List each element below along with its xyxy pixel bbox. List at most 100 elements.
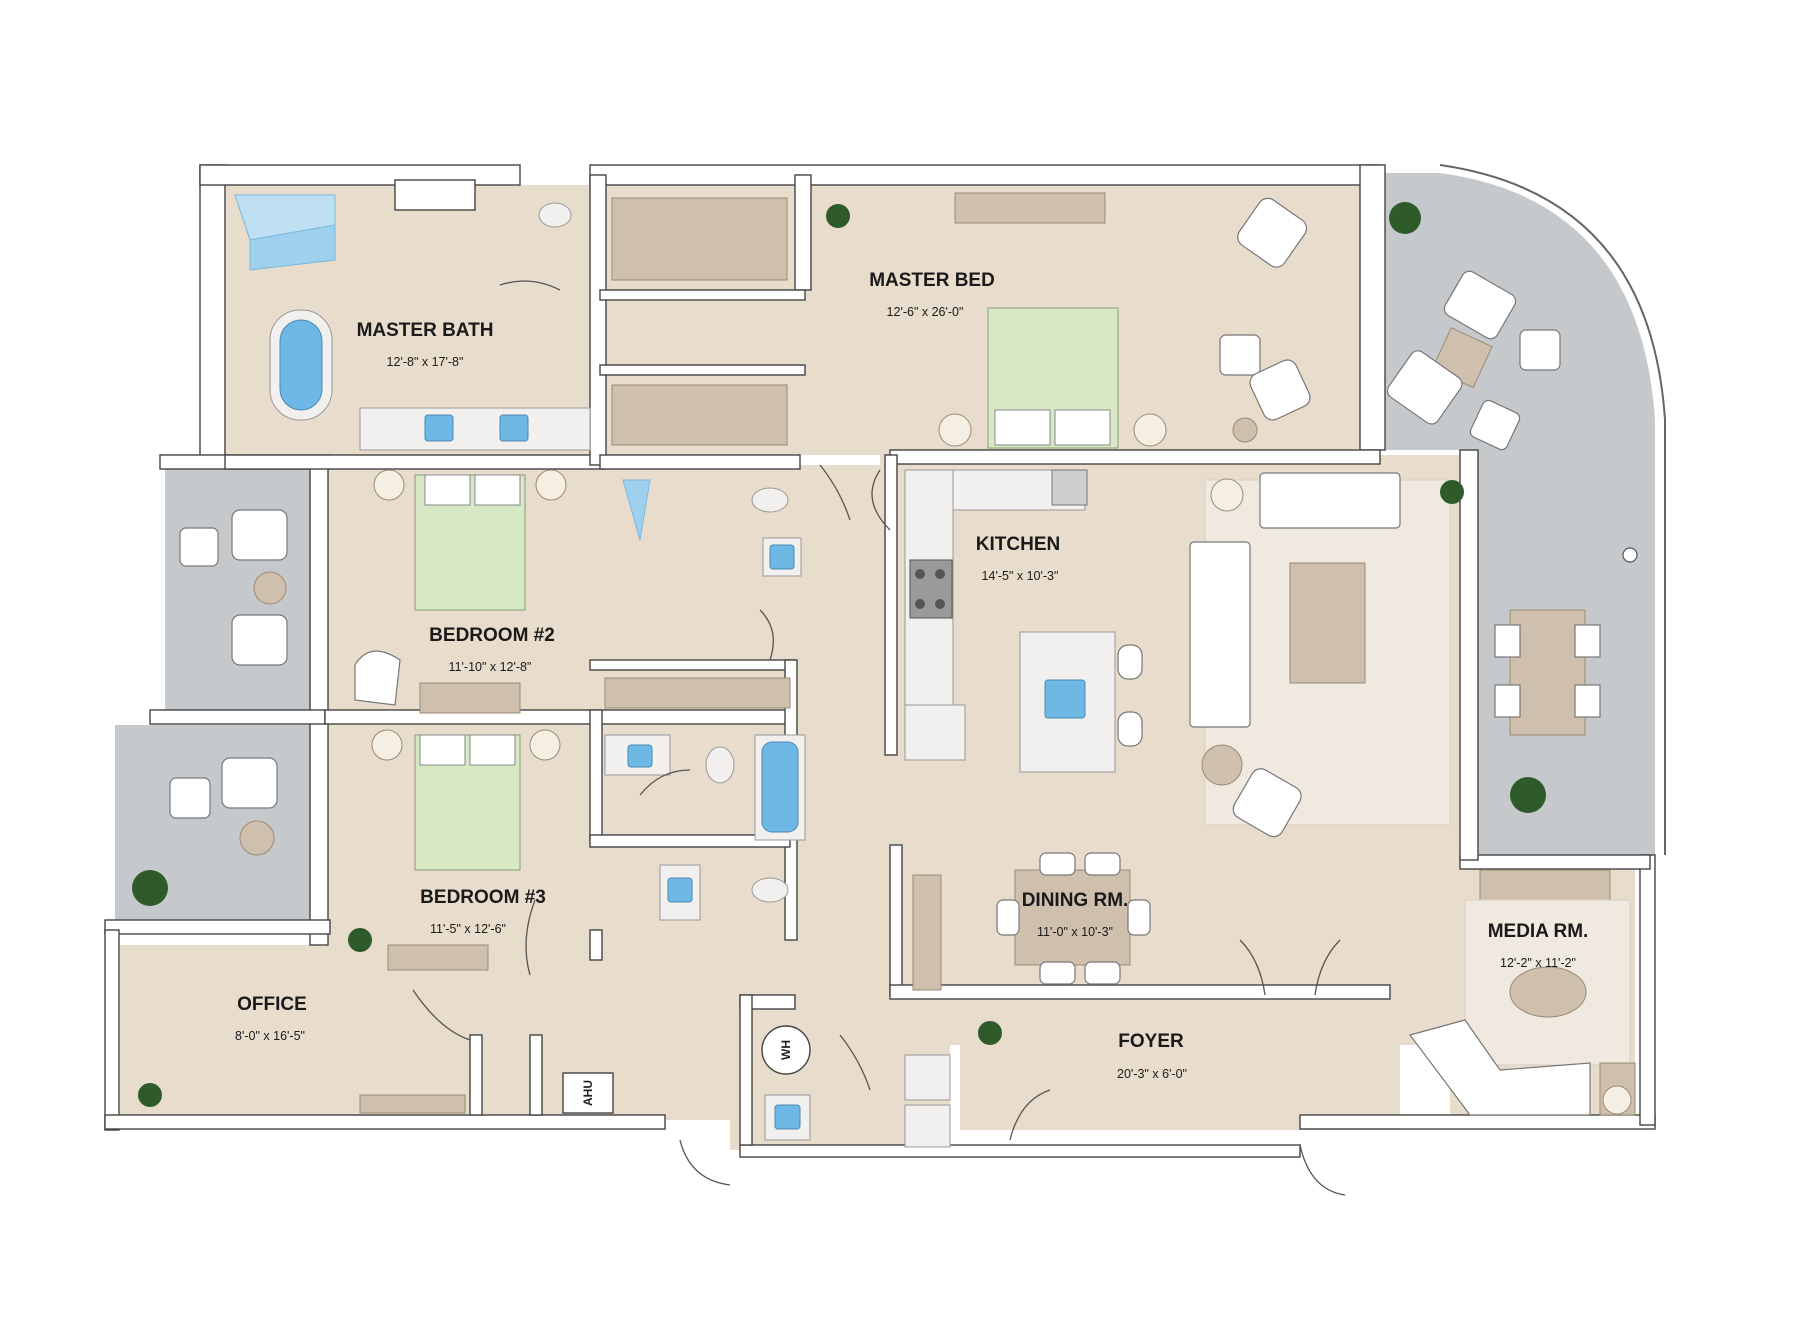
room-name-kitchen: KITCHEN [976, 534, 1060, 555]
fridge [904, 704, 966, 761]
hall-bath-lower [604, 734, 806, 921]
dresser [419, 682, 521, 714]
cooktop [909, 559, 953, 619]
pillow [424, 474, 471, 506]
dresser [387, 944, 489, 971]
nightstand-lamp [535, 469, 567, 501]
plant [1440, 480, 1464, 504]
room-dims-foyer: 20'-3" x 6'-0" [1117, 1067, 1187, 1081]
armchair [1249, 359, 1311, 421]
doors [412, 280, 1346, 1196]
room-dims-bedroom2: 11'-10" x 12'-8" [449, 660, 532, 674]
side-table [1232, 417, 1258, 443]
office: OFFICE 8'-0" x 16'-5" [138, 994, 466, 1114]
toilet [538, 202, 572, 228]
pillow [474, 474, 521, 506]
sink [1051, 469, 1088, 506]
plant [826, 204, 850, 228]
bar-stool [1117, 711, 1143, 747]
bath-vanity [359, 407, 591, 451]
kitchen: KITCHEN 14'-5" x 10'-3" [904, 469, 1143, 773]
buffet [912, 874, 942, 991]
vanity-sink-right [499, 414, 529, 442]
dining-chair [1127, 899, 1151, 936]
armchair [1232, 768, 1302, 838]
pillow [419, 734, 466, 766]
nightstand-lamp [529, 729, 561, 761]
room-dims-master-bed: 12'-6" x 26'-0" [887, 305, 964, 319]
air-handler [562, 1072, 614, 1114]
room-name-master-bed: MASTER BED [869, 270, 995, 291]
desk [359, 1094, 466, 1114]
ottoman [1509, 966, 1587, 1018]
bar-stool [1117, 644, 1143, 680]
dining-chair [1039, 852, 1076, 876]
dresser [954, 192, 1106, 224]
plant [348, 928, 372, 952]
island-sink [1044, 679, 1086, 719]
dining-room: DINING RM. 11'-0" x 10'-3" [912, 852, 1151, 991]
side-table [1201, 744, 1243, 786]
living-area [1189, 472, 1464, 838]
room-name-media: MEDIA RM. [1488, 921, 1589, 942]
room-dims-kitchen: 14'-5" x 10'-3" [982, 569, 1059, 583]
dining-chair [1039, 961, 1076, 985]
pillow [994, 409, 1051, 446]
shower-spray [249, 224, 336, 271]
balcony-bedroom2-furniture [179, 509, 288, 666]
master-bed: MASTER BED 12'-6" x 26'-0" [826, 192, 1311, 449]
coffee-table [1289, 562, 1366, 684]
exterior-walls [104, 164, 1656, 1158]
room-name-master-bath: MASTER BATH [357, 320, 494, 341]
hall-bath-upper [622, 479, 802, 577]
room-name-bedroom2: BEDROOM #2 [429, 625, 555, 646]
armchair [1237, 197, 1308, 268]
sofa [1189, 541, 1251, 728]
room-dims-master-bath: 12'-8" x 17'-8" [387, 355, 464, 369]
room-dims-media: 12'-2" x 11'-2" [1500, 956, 1576, 970]
balcony-bedroom3-furniture [132, 757, 278, 906]
nightstand-lamp [371, 729, 403, 761]
nightstand-lamp [938, 413, 972, 447]
laundry-washer [904, 1054, 951, 1101]
interior-walls [224, 174, 1391, 1146]
room-dims-bedroom3: 11'-5" x 12'-6" [430, 922, 506, 936]
vanity-sink-left [424, 414, 454, 442]
room-name-foyer: FOYER [1118, 1031, 1184, 1052]
ottoman [1219, 334, 1261, 376]
utility: WH AHU [562, 1025, 951, 1148]
water-heater [761, 1025, 811, 1075]
sofa [1259, 472, 1401, 529]
side-table-lamp [1602, 1085, 1632, 1115]
bedroom-2: BEDROOM #2 11'-10" x 12'-8" [354, 469, 567, 714]
dining-table [1014, 869, 1131, 966]
pillow [1054, 409, 1111, 446]
master-bath: MASTER BATH 12'-8" x 17'-8" [234, 179, 591, 451]
nightstand-lamp [373, 469, 405, 501]
pillow [469, 734, 516, 766]
room-name-office: OFFICE [237, 994, 307, 1015]
bath-closet [394, 179, 476, 211]
room-dims-office: 8'-0" x 16'-5" [235, 1029, 305, 1043]
foyer: FOYER 20'-3" x 6'-0" [978, 1021, 1187, 1081]
air-handler-label: AHU [581, 1080, 595, 1106]
plant [978, 1021, 1002, 1045]
nightstand-lamp [1133, 413, 1167, 447]
dining-chair [1084, 961, 1121, 985]
dining-chair [1084, 852, 1121, 876]
room-name-bedroom3: BEDROOM #3 [420, 887, 546, 908]
media-console [1479, 869, 1611, 901]
armchair [354, 650, 401, 706]
dining-chair [996, 899, 1020, 936]
balcony-bedroom2 [165, 465, 315, 715]
sectional-sofa [1408, 1019, 1591, 1116]
room-dims-dining: 11'-0" x 10'-3" [1037, 925, 1113, 939]
balcony-east-furniture [1386, 202, 1638, 813]
laundry-dryer [904, 1104, 951, 1148]
plant [138, 1083, 162, 1107]
closet [611, 197, 788, 446]
side-table-lamp [1210, 478, 1244, 512]
media-room: MEDIA RM. 12'-2" x 11'-2" [1408, 869, 1636, 1116]
water-heater-label: WH [779, 1040, 793, 1060]
